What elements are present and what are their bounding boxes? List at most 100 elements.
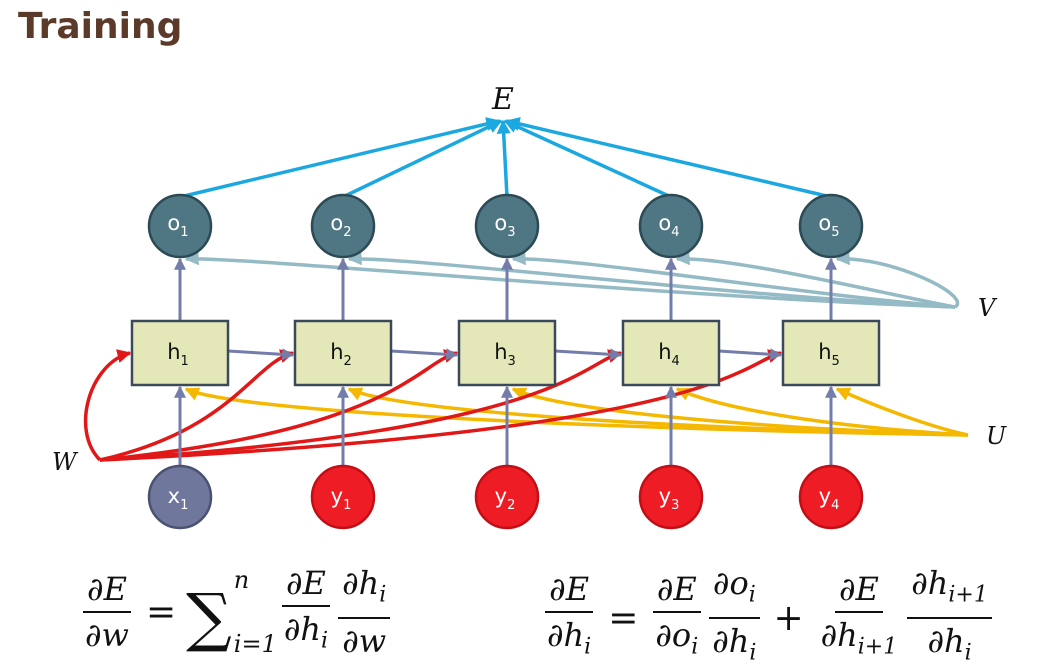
label-base: y xyxy=(659,484,671,508)
equation-left: ∂E ∂w = ∑ n i=1 ∂E ∂hi ∂hi ∂w xyxy=(78,565,393,659)
hidden-box xyxy=(457,319,557,387)
label-base: o xyxy=(167,211,180,235)
frac-numerator: ∂E xyxy=(282,565,330,607)
label-base: h xyxy=(167,340,180,364)
weight-label-v: V xyxy=(978,294,998,322)
label-subscript: 1 xyxy=(180,498,188,513)
input-node xyxy=(798,464,864,530)
equals-sign: = xyxy=(608,597,639,639)
den-subscript: i+1 xyxy=(857,634,898,660)
recurrent-arrow xyxy=(227,348,295,361)
loss-label: E xyxy=(491,82,514,117)
hidden-box-label: h5 xyxy=(818,340,840,369)
frac-dE-dw: ∂E ∂w xyxy=(81,571,133,653)
label-base: o xyxy=(494,211,507,235)
input-node xyxy=(310,464,376,530)
recurrent-arrow xyxy=(718,348,783,361)
equation-right: ∂E ∂hi = ∂E ∂oi ∂oi ∂hi + ∂E ∂hi+1 ∂hi+1… xyxy=(540,565,995,672)
label-base: h xyxy=(494,340,507,364)
frac-denominator: ∂hi xyxy=(923,619,975,671)
label-base: h xyxy=(818,340,831,364)
label-subscript: 2 xyxy=(507,498,515,513)
hidden-box xyxy=(781,319,881,387)
label-subscript: 1 xyxy=(180,225,188,240)
label-base: o xyxy=(818,211,831,235)
w-arrow xyxy=(99,349,623,462)
recurrent-arrow xyxy=(390,348,459,361)
frac-numerator: ∂E xyxy=(652,571,701,614)
sum-upper-limit: n xyxy=(233,566,250,595)
v-arrow xyxy=(184,251,956,309)
input-node xyxy=(638,464,704,530)
den-subscript: i xyxy=(964,640,972,666)
frac-numerator: ∂oi xyxy=(708,564,760,620)
num-subscript: i xyxy=(379,582,387,608)
output-node xyxy=(798,193,864,259)
v-arrow xyxy=(835,251,960,309)
frac-denominator: ∂hi xyxy=(543,613,595,665)
input-node-label: y3 xyxy=(659,484,680,513)
frac-dhi1-dhi: ∂hi+1 ∂hi xyxy=(907,565,992,672)
output-node-label: o5 xyxy=(818,211,839,240)
v-arrow xyxy=(511,251,956,309)
label-base: h xyxy=(658,340,671,364)
weight-label-w: W xyxy=(52,448,79,476)
u-arrow xyxy=(675,387,969,437)
den-base: ∂h xyxy=(712,622,750,661)
w-arrow xyxy=(83,349,132,462)
output-node-label: o3 xyxy=(494,211,515,240)
frac-denominator: ∂w xyxy=(85,616,129,655)
hidden-box-label: h2 xyxy=(330,340,352,369)
den-subscript: i xyxy=(691,634,699,660)
hidden-box xyxy=(293,319,393,387)
sum-symbol: ∑ xyxy=(186,581,232,656)
label-subscript: 4 xyxy=(672,354,680,369)
output-node xyxy=(147,193,213,259)
frac-dE-dhi: ∂E ∂hi xyxy=(543,571,595,665)
weight-label-u: U xyxy=(986,422,1007,450)
input-node-label: x1 xyxy=(168,484,189,513)
input-node-label: y4 xyxy=(819,484,840,513)
num-subscript: i+1 xyxy=(948,582,988,608)
u-arrow xyxy=(835,387,969,437)
label-base: x xyxy=(168,484,180,508)
label-base: y xyxy=(495,484,507,508)
frac-numerator: ∂hi xyxy=(338,565,391,620)
label-subscript: 2 xyxy=(344,354,352,369)
label-base: o xyxy=(330,211,343,235)
w-arrow xyxy=(99,349,295,462)
frac-denominator: ∂hi xyxy=(280,607,332,659)
output-node xyxy=(474,193,540,259)
frac-dhi-dw: ∂hi ∂w xyxy=(338,565,391,661)
plus-sign: + xyxy=(773,597,804,639)
den-base: ∂h xyxy=(820,616,858,655)
input-node xyxy=(474,464,540,530)
den-base: ∂h xyxy=(547,616,585,655)
v-arrow xyxy=(347,251,956,309)
w-arrow xyxy=(99,349,459,462)
den-base: ∂h xyxy=(283,610,322,648)
output-node-label: o1 xyxy=(167,211,188,240)
frac-numerator: ∂E xyxy=(83,571,131,614)
label-subscript: 5 xyxy=(831,225,839,240)
num-subscript: i xyxy=(748,582,756,608)
den-subscript: i xyxy=(584,634,592,660)
label-base: y xyxy=(331,484,343,508)
hidden-box xyxy=(621,319,721,387)
label-subscript: 4 xyxy=(831,498,839,513)
frac-denominator: ∂w xyxy=(342,622,387,661)
frac-numerator: ∂hi+1 xyxy=(907,565,992,620)
frac-numerator: ∂E xyxy=(834,571,883,614)
den-subscript: i xyxy=(321,628,329,654)
output-node-label: o4 xyxy=(658,211,679,240)
num-base: ∂o xyxy=(712,564,749,602)
slide-title: Training xyxy=(18,6,183,47)
label-subscript: 3 xyxy=(508,354,516,369)
label-subscript: 1 xyxy=(181,354,189,369)
label-subscript: 4 xyxy=(671,225,679,240)
label-subscript: 3 xyxy=(507,225,515,240)
label-subscript: 1 xyxy=(343,498,351,513)
frac-dE-dhi1: ∂E ∂hi+1 xyxy=(817,571,902,665)
sum-lower-limit: i=1 xyxy=(233,630,277,659)
